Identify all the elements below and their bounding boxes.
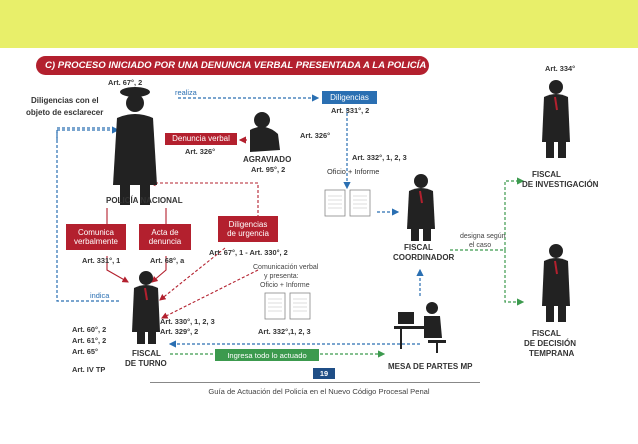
fiscal-turno-line1: FISCAL (132, 349, 161, 358)
ingresa-bar: Ingresa todo lo actuado (215, 349, 319, 361)
art-334: Art. 334° (545, 64, 575, 73)
fiscal-investigacion-line1: FISCAL (532, 170, 561, 179)
art-331-2: Art. 331°, 2 (331, 106, 369, 115)
mesa-partes-label: MESA DE PARTES MP (388, 362, 472, 371)
art-iv-tp: Art. IV TP (72, 365, 105, 374)
art-332-123-b: Art. 332°,1, 2, 3 (258, 327, 311, 336)
fiscal-decision-figure-icon (542, 244, 570, 322)
art-68-a: Art. 68°, a (150, 256, 184, 265)
fiscal-investigacion-line2: DE INVESTIGACIÓN (522, 180, 598, 189)
art-326-a: Art. 326° (185, 147, 215, 156)
realiza-label: realiza (175, 88, 197, 97)
diligencias-urgencia-box: Diligencias de urgencia (218, 216, 278, 242)
art-329-2: Art. 329°, 2 (160, 327, 198, 336)
agraviado-figure-icon (250, 112, 280, 152)
comunicacion-verbal-line3: Oficio + Informe (260, 282, 310, 290)
art-332-123-a: Art. 332°, 1, 2, 3 (352, 153, 407, 162)
fiscal-decision-line2: DE DECISIÓN (524, 339, 576, 348)
acta-line1: Acta de (151, 228, 178, 237)
comunica-verbalmente-box: Comunica verbalmente (66, 224, 126, 250)
arrow-coordinador-decision (505, 250, 523, 302)
agraviado-label: AGRAVIADO (243, 155, 291, 164)
art-60-2: Art. 60°, 2 (72, 325, 106, 334)
fiscal-decision-line3: TEMPRANA (529, 349, 574, 358)
indica-label: indica (90, 291, 109, 300)
urgencia-line2: de urgencia (227, 229, 269, 238)
art-330-123: Art. 330°, 1, 2, 3 (160, 317, 215, 326)
fiscal-coordinador-figure-icon (407, 174, 435, 241)
comunicacion-verbal-line2: y presenta: (264, 273, 299, 281)
diligencias-esclarecer-line2: objeto de esclarecer (26, 108, 103, 117)
designa-line1: designa según (460, 233, 506, 241)
footer-divider (150, 382, 480, 383)
arrow-esclarecer-up (57, 130, 118, 140)
comunicacion-verbal-line1: Comunicación verbal (253, 264, 318, 272)
fiscal-turno-figure-icon (132, 271, 160, 344)
acta-line2: denuncia (149, 237, 181, 246)
policia-nacional-label: POLICÍA NACIONAL (106, 196, 183, 205)
oficio-informe-a: Oficio + Informe (327, 167, 379, 176)
mesa-partes-figure-icon (394, 302, 446, 353)
diligencias-box: Diligencias (322, 91, 377, 104)
police-figure-icon (113, 87, 157, 205)
art-61-2: Art. 61°, 2 (72, 336, 106, 345)
fiscal-investigacion-figure-icon (542, 80, 570, 158)
comunica-line2: verbalmente (74, 237, 118, 246)
footer-text: Guía de Actuación del Policía en el Nuev… (0, 387, 638, 396)
art-67-2: Art. 67°, 2 (108, 78, 142, 87)
fiscal-turno-line2: DE TURNO (125, 359, 167, 368)
page-number: 19 (313, 368, 335, 379)
acta-denuncia-box: Acta de denuncia (139, 224, 191, 250)
art-67-1-330-2: Art. 67°, 1 - Art. 330°, 2 (209, 248, 288, 257)
fiscal-coordinador-line1: FISCAL (404, 243, 433, 252)
fiscal-coordinador-line2: COORDINADOR (393, 253, 454, 262)
diligencias-esclarecer-line1: Diligencias con el (31, 96, 99, 105)
art-95-2: Art. 95°, 2 (251, 165, 285, 174)
denuncia-verbal-box: Denuncia verbal (165, 133, 237, 145)
arrow-comverbal-turno (162, 270, 258, 318)
comunica-line1: Comunica (78, 228, 114, 237)
designa-line2: el caso (469, 242, 491, 250)
arrow-esclarecer (57, 128, 120, 301)
art-331-1: Art. 331°, 1 (82, 256, 120, 265)
art-65: Art. 65° (72, 347, 98, 356)
fiscal-decision-line1: FISCAL (532, 329, 561, 338)
urgencia-line1: Diligencias (229, 220, 268, 229)
art-326-b: Art. 326° (300, 131, 330, 140)
